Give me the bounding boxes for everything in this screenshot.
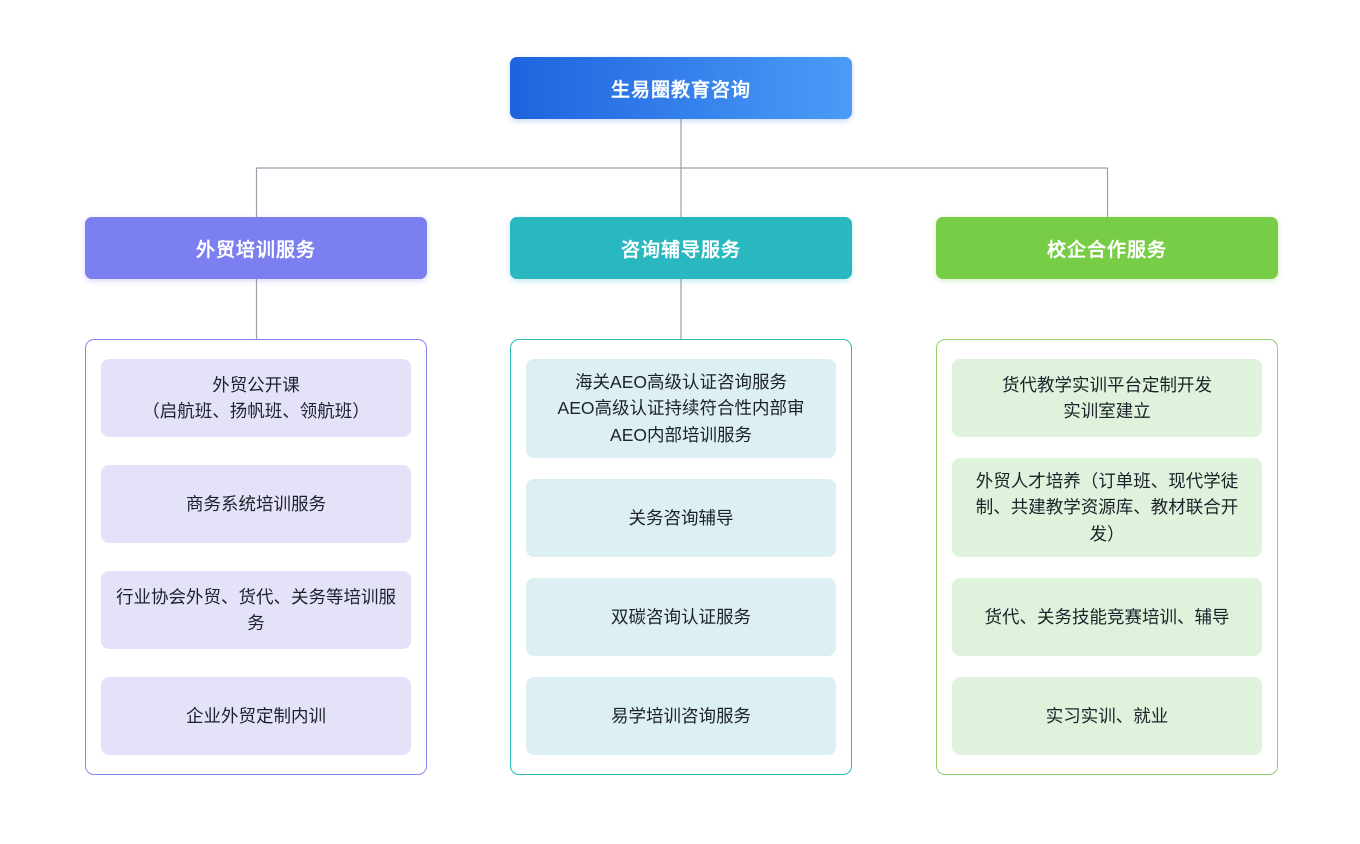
branch-header-label: 咨询辅导服务 [620,239,741,261]
leaf-label: 企业外贸定制内训 [186,705,326,726]
branch-header-foreign-trade-training[interactable]: 外贸培训服务 [85,217,427,279]
branch3-panel: 货代教学实训平台定制开发 实训室建立 外贸人才培养（订单班、现代学徒制、共建教学… [936,339,1278,775]
leaf-label: 外贸人才培养（订单班、现代学徒制、共建教学资源库、教材联合开发） [975,471,1239,544]
branch2-item-dual-carbon[interactable]: 双碳咨询认证服务 [526,577,836,656]
leaf-label: 关务咨询辅导 [628,507,734,528]
leaf-label: 货代、关务技能竞赛培训、辅导 [984,606,1230,627]
branch1-item-custom-inhouse-training[interactable]: 企业外贸定制内训 [101,677,411,755]
branch3-item-training-platform[interactable]: 货代教学实训平台定制开发 实训室建立 [952,359,1262,437]
leaf-label: 货代教学实训平台定制开发 实训室建立 [1002,374,1212,421]
leaf-label: 易学培训咨询服务 [611,705,751,726]
branch1-panel: 外贸公开课 （启航班、扬帆班、领航班） 商务系统培训服务 行业协会外贸、货代、关… [85,339,427,775]
branch1-item-business-system-training[interactable]: 商务系统培训服务 [101,465,411,543]
branch-header-label: 校企合作服务 [1046,239,1167,261]
root-node-label: 生易圈教育咨询 [610,79,751,101]
branch3-item-internship-employment[interactable]: 实习实训、就业 [952,676,1262,755]
branch2-item-aeo-certification[interactable]: 海关AEO高级认证咨询服务 AEO高级认证持续符合性内部审 AEO内部培训服务 [526,359,836,458]
branch3-item-talent-cultivation[interactable]: 外贸人才培养（订单班、现代学徒制、共建教学资源库、教材联合开发） [952,458,1262,557]
leaf-label: 双碳咨询认证服务 [611,606,751,627]
branch-header-school-enterprise-cooperation[interactable]: 校企合作服务 [936,217,1278,279]
branch1-item-open-course[interactable]: 外贸公开课 （启航班、扬帆班、领航班） [101,359,411,437]
branch-header-consulting-coaching[interactable]: 咨询辅导服务 [510,217,852,279]
leaf-label: 海关AEO高级认证咨询服务 AEO高级认证持续符合性内部审 AEO内部培训服务 [557,372,805,445]
branch2-panel: 海关AEO高级认证咨询服务 AEO高级认证持续符合性内部审 AEO内部培训服务 … [510,339,852,775]
root-node[interactable]: 生易圈教育咨询 [510,57,852,119]
branch1-item-association-training[interactable]: 行业协会外贸、货代、关务等培训服务 [101,571,411,649]
branch2-item-yixue-training[interactable]: 易学培训咨询服务 [526,676,836,755]
branch3-item-skills-competition[interactable]: 货代、关务技能竞赛培训、辅导 [952,577,1262,656]
leaf-label: 实习实训、就业 [1045,705,1169,726]
leaf-label: 行业协会外贸、货代、关务等培训服务 [116,586,396,633]
branch2-item-customs-consulting[interactable]: 关务咨询辅导 [526,478,836,557]
leaf-label: 商务系统培训服务 [186,493,326,514]
leaf-label: 外贸公开课 （启航班、扬帆班、领航班） [142,374,370,421]
branch-header-label: 外贸培训服务 [195,239,316,261]
